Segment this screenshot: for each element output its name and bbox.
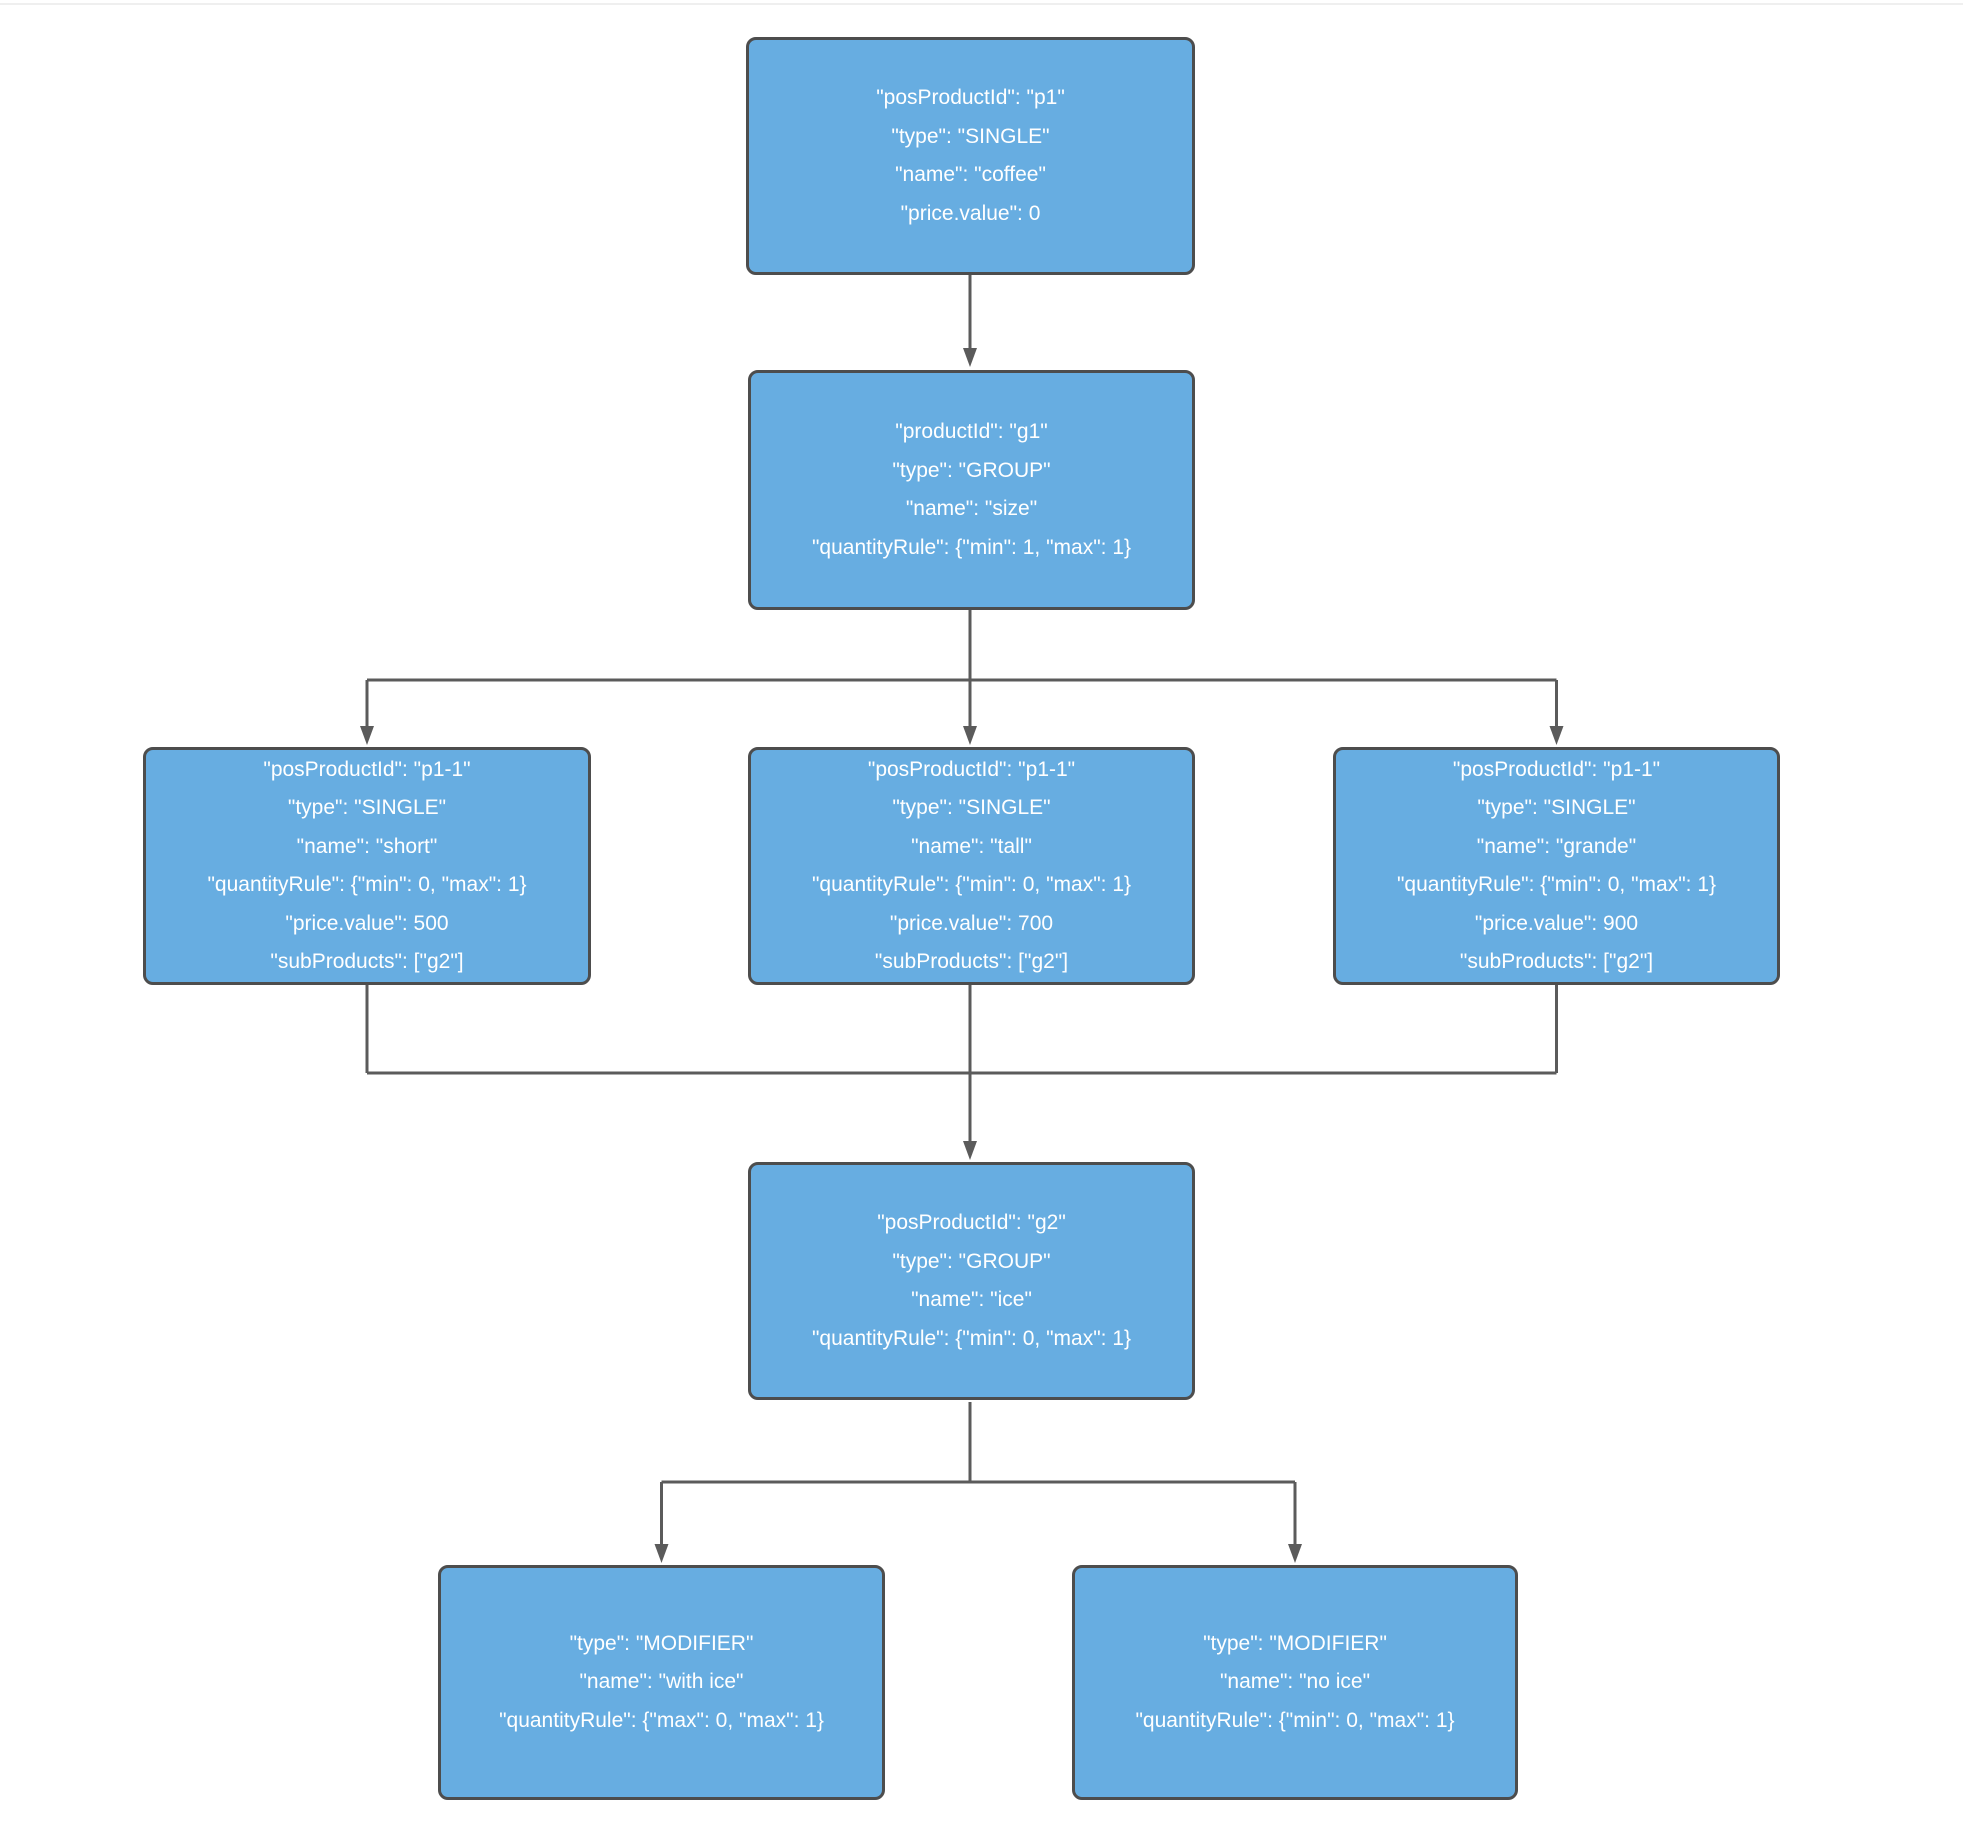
node-grande[interactable]: "posProductId": "p1-1" "type": "SINGLE" … bbox=[1333, 747, 1780, 985]
node-with-ice[interactable]: "type": "MODIFIER" "name": "with ice" "q… bbox=[438, 1565, 885, 1800]
node-text-line: "quantityRule": {"min": 0, "max": 1} bbox=[811, 873, 1132, 896]
node-text-line: "name": "short" bbox=[296, 834, 438, 858]
node-short[interactable]: "posProductId": "p1-1" "type": "SINGLE" … bbox=[143, 747, 591, 985]
node-text-line: "quantityRule": {"min": 0, "max": 1} bbox=[1135, 1708, 1455, 1732]
node-text-line: "price.value": 900 bbox=[1474, 911, 1639, 935]
node-text-line: "name": "tall" bbox=[911, 834, 1032, 858]
edge-sizes-to-ice bbox=[365, 985, 1558, 1160]
node-text-line: "type": "MODIFIER" bbox=[1203, 1631, 1387, 1655]
node-text-line: "type": "GROUP" bbox=[892, 1249, 1051, 1273]
node-text-line: "productId": "g1" bbox=[895, 420, 1048, 443]
node-text-line: "price.value": 500 bbox=[285, 911, 449, 935]
node-text-line: "subProducts": ["g2"] bbox=[270, 950, 464, 973]
node-text-line: "type": "SINGLE" bbox=[1477, 796, 1636, 819]
node-text-line: "name": "size" bbox=[905, 497, 1038, 520]
page-top-divider bbox=[0, 3, 1963, 5]
node-text-line: "type": "GROUP" bbox=[892, 458, 1051, 482]
node-size-group[interactable]: "productId": "g1" "type": "GROUP" "name"… bbox=[748, 370, 1195, 610]
node-tall[interactable]: "posProductId": "p1-1" "type": "SINGLE" … bbox=[748, 747, 1195, 985]
node-text-line: "quantityRule": {"min": 1, "max": 1} bbox=[811, 535, 1132, 559]
node-text-line: "name": "coffee" bbox=[895, 163, 1046, 186]
node-text-line: "name": "grande" bbox=[1476, 834, 1637, 858]
node-text-line: "quantityRule": {"min": 0, "max": 1} bbox=[207, 873, 527, 896]
edge-coffee-to-size bbox=[963, 275, 977, 367]
node-coffee[interactable]: "posProductId": "p1" "type": "SINGLE" "n… bbox=[746, 37, 1195, 275]
node-text-line: "subProducts": ["g2"] bbox=[1459, 950, 1654, 973]
node-text-line: "type": "SINGLE" bbox=[892, 796, 1051, 819]
node-text-line: "type": "MODIFIER" bbox=[569, 1631, 754, 1655]
node-text-line: "posProductId": "p1-1" bbox=[263, 757, 471, 781]
node-text-line: "subProducts": ["g2"] bbox=[874, 950, 1069, 973]
node-text-line: "posProductId": "p1-1" bbox=[867, 757, 1076, 781]
node-no-ice[interactable]: "type": "MODIFIER" "name": "no ice" "qua… bbox=[1072, 1565, 1518, 1800]
node-text-line: "name": "ice" bbox=[911, 1288, 1032, 1311]
node-text-line: "type": "SINGLE" bbox=[287, 796, 447, 819]
node-text-line: "name": "no ice" bbox=[1219, 1670, 1371, 1694]
edge-size-to-sizes bbox=[360, 610, 1564, 745]
node-text-line: "posProductId": "g2" bbox=[877, 1211, 1066, 1234]
node-text-line: "name": "with ice" bbox=[579, 1670, 744, 1694]
node-text-line: "quantityRule": {"max": 0, "max": 1} bbox=[499, 1708, 824, 1732]
edge-ice-to-modifiers bbox=[654, 1402, 1302, 1563]
node-text-line: "posProductId": "p1-1" bbox=[1452, 757, 1661, 781]
node-text-line: "price.value": 0 bbox=[900, 201, 1041, 225]
node-text-line: "posProductId": "p1" bbox=[876, 86, 1065, 109]
node-text-line: "quantityRule": {"min": 0, "max": 1} bbox=[1396, 873, 1717, 896]
node-text-line: "quantityRule": {"min": 0, "max": 1} bbox=[811, 1326, 1132, 1350]
node-text-line: "type": "SINGLE" bbox=[891, 124, 1050, 148]
node-text-line: "price.value": 700 bbox=[889, 911, 1054, 935]
node-ice-group[interactable]: "posProductId": "g2" "type": "GROUP" "na… bbox=[748, 1162, 1195, 1400]
